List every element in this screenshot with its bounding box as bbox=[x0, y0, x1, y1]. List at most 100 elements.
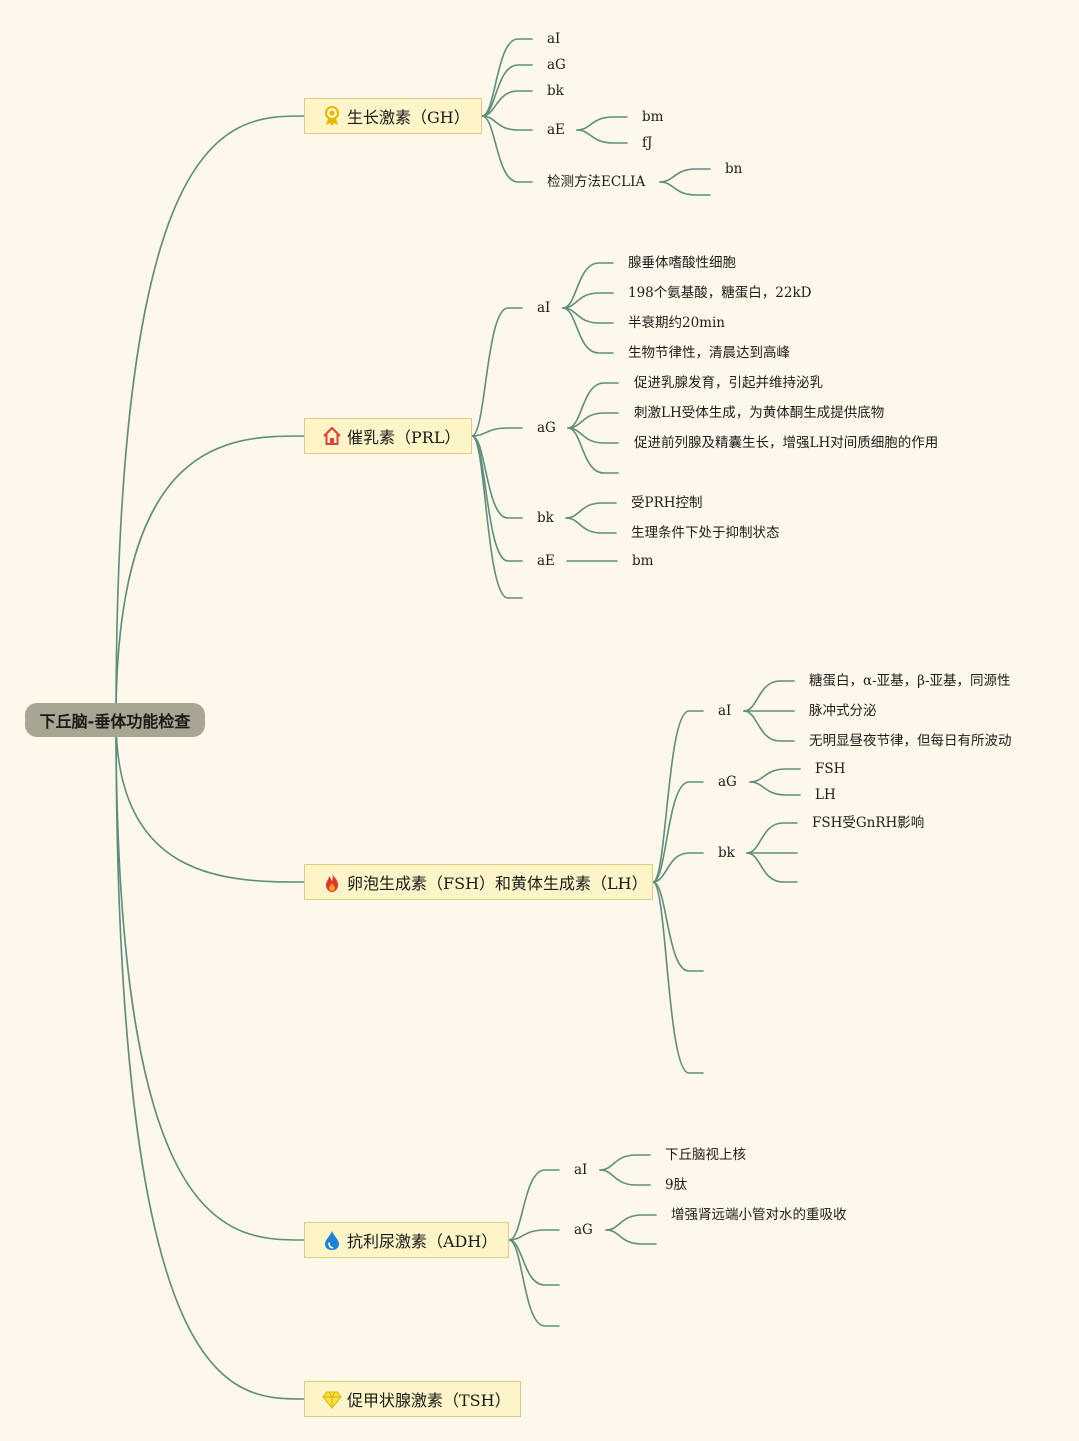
connector-line bbox=[567, 382, 619, 429]
topic-prl-label: 催乳素（PRL） bbox=[347, 428, 461, 447]
connector-line bbox=[749, 781, 801, 796]
connector-line bbox=[471, 427, 523, 437]
prl-al-item-1[interactable]: 198个氨基酸，糖蛋白，22kD bbox=[628, 285, 812, 301]
adh-al-item-0[interactable]: 下丘脑视上核 bbox=[665, 1147, 746, 1163]
gh-ae-fj[interactable]: fJ bbox=[642, 135, 653, 151]
connector-line bbox=[565, 517, 617, 534]
fsh-lh-al-item-0[interactable]: 糖蛋白，α-亚基，β-亚基，同源性 bbox=[809, 673, 1011, 689]
prl-ag-item-2[interactable]: 促进前列腺及精囊生长，增强LH对间质细胞的作用 bbox=[634, 435, 939, 451]
connector-line bbox=[652, 852, 704, 883]
gh-ae[interactable]: aE bbox=[547, 122, 565, 138]
adh-al-item-1[interactable]: 9肽 bbox=[665, 1177, 688, 1193]
connector-line bbox=[652, 881, 704, 972]
topic-tsh[interactable]: 促甲状腺激素（TSH） bbox=[304, 1381, 521, 1417]
prl-ae-bm[interactable]: bm bbox=[632, 553, 654, 569]
adh-al[interactable]: aI bbox=[574, 1162, 588, 1178]
prl-al-item-0[interactable]: 腺垂体嗜酸性细胞 bbox=[628, 255, 736, 271]
prl-ag-item-1[interactable]: 刺激LH受体生成，为黄体酮生成提供底物 bbox=[634, 405, 885, 421]
connector-line bbox=[115, 719, 305, 1400]
connector-line bbox=[599, 1154, 651, 1171]
connector-line bbox=[659, 181, 711, 196]
connector-line bbox=[599, 1169, 651, 1186]
topic-prl[interactable]: 催乳素（PRL） bbox=[304, 418, 472, 454]
gh-ae-bm[interactable]: bm bbox=[642, 109, 664, 125]
adh-ag-item-0[interactable]: 增强肾远端小管对水的重吸收 bbox=[671, 1207, 847, 1223]
fsh-lh-bk[interactable]: bk bbox=[718, 845, 735, 861]
connector-line bbox=[567, 427, 619, 474]
water-drop-icon bbox=[321, 1229, 343, 1251]
connector-line bbox=[652, 781, 704, 883]
connector-line bbox=[743, 710, 795, 742]
prl-bk[interactable]: bk bbox=[537, 510, 554, 526]
gh-method[interactable]: 检测方法ECLIA bbox=[547, 174, 646, 190]
gh-method-bn[interactable]: bn bbox=[725, 161, 743, 177]
connector-line bbox=[508, 1239, 560, 1286]
gh-ag[interactable]: aG bbox=[547, 57, 566, 73]
house-icon bbox=[321, 425, 343, 447]
topic-tsh-label: 促甲状腺激素（TSH） bbox=[347, 1391, 511, 1410]
connector-line bbox=[508, 1169, 560, 1241]
fsh-lh-al-item-1[interactable]: 脉冲式分泌 bbox=[809, 703, 877, 719]
connector-line bbox=[481, 90, 533, 117]
connector-line bbox=[652, 710, 704, 883]
fsh-lh-ag-item-0[interactable]: FSH bbox=[815, 761, 846, 777]
connector-line bbox=[471, 435, 523, 599]
connector-line bbox=[605, 1214, 657, 1231]
connector-line bbox=[481, 64, 533, 117]
connector-line bbox=[562, 262, 614, 309]
prl-ae[interactable]: aE bbox=[537, 553, 555, 569]
gh-al[interactable]: aI bbox=[547, 31, 561, 47]
topic-fsh-lh[interactable]: 卵泡生成素（FSH）和黄体生成素（LH） bbox=[304, 864, 653, 900]
connector-line bbox=[115, 115, 305, 721]
prl-ag[interactable]: aG bbox=[537, 420, 556, 436]
prl-ag-item-0[interactable]: 促进乳腺发育，引起并维持泌乳 bbox=[634, 375, 823, 391]
connector-line bbox=[576, 129, 628, 144]
connector-line bbox=[115, 435, 305, 721]
connector-line bbox=[562, 307, 614, 324]
connector-line bbox=[508, 1229, 560, 1241]
connector-line bbox=[605, 1229, 657, 1245]
connector-line bbox=[746, 852, 798, 883]
prl-al-item-3[interactable]: 生物节律性，清晨达到高峰 bbox=[628, 345, 790, 361]
connector-line bbox=[743, 680, 795, 712]
root-label: 下丘脑-垂体功能检查 bbox=[39, 712, 191, 731]
root-node[interactable]: 下丘脑-垂体功能检查 bbox=[25, 703, 205, 737]
diamond-icon bbox=[321, 1388, 343, 1410]
connector-line bbox=[652, 881, 704, 1074]
topic-adh[interactable]: 抗利尿激素（ADH） bbox=[304, 1222, 509, 1258]
connector-line bbox=[481, 115, 533, 183]
fsh-lh-ag-item-1[interactable]: LH bbox=[815, 787, 836, 803]
topic-adh-label: 抗利尿激素（ADH） bbox=[347, 1232, 498, 1251]
connector-line bbox=[115, 719, 305, 1241]
connector-line bbox=[749, 768, 801, 783]
adh-ag[interactable]: aG bbox=[574, 1222, 593, 1238]
connector-line bbox=[576, 116, 628, 131]
connector-line bbox=[471, 307, 523, 437]
connector-line bbox=[565, 502, 617, 519]
award-ribbon-icon bbox=[321, 105, 343, 127]
topic-fsh-lh-label: 卵泡生成素（FSH）和黄体生成素（LH） bbox=[347, 874, 648, 893]
fsh-lh-bk-item-0[interactable]: FSH受GnRH影响 bbox=[812, 815, 925, 831]
connector-line bbox=[567, 412, 619, 429]
fsh-lh-al[interactable]: aI bbox=[718, 703, 732, 719]
connector-line bbox=[659, 168, 711, 183]
topic-gh-label: 生长激素（GH） bbox=[347, 108, 470, 127]
fire-icon bbox=[321, 871, 343, 893]
fsh-lh-ag[interactable]: aG bbox=[718, 774, 737, 790]
connector-line bbox=[562, 307, 614, 354]
connector-line bbox=[567, 427, 619, 444]
prl-bk-item-1[interactable]: 生理条件下处于抑制状态 bbox=[631, 525, 780, 541]
prl-al[interactable]: aI bbox=[537, 300, 551, 316]
prl-bk-item-0[interactable]: 受PRH控制 bbox=[631, 495, 703, 511]
connector-line bbox=[746, 822, 798, 854]
prl-al-item-2[interactable]: 半衰期约20min bbox=[628, 315, 725, 331]
connector-line bbox=[481, 115, 533, 131]
connector-line bbox=[481, 38, 533, 117]
gh-bk[interactable]: bk bbox=[547, 83, 564, 99]
topic-gh[interactable]: 生长激素（GH） bbox=[304, 98, 482, 134]
fsh-lh-al-item-2[interactable]: 无明显昼夜节律，但每日有所波动 bbox=[809, 733, 1012, 749]
connector-line bbox=[562, 292, 614, 309]
connector-line bbox=[115, 719, 305, 883]
connector-line bbox=[508, 1239, 560, 1327]
